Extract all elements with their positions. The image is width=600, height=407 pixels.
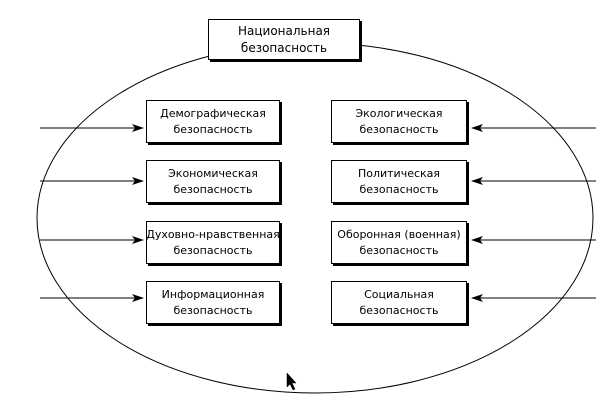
box-line-2: безопасность: [173, 122, 253, 136]
box-line-2: безопасность: [359, 243, 439, 257]
box-line-1: Оборонная (военная): [337, 227, 461, 241]
outer-ellipse: [36, 42, 594, 394]
box-line-2: безопасность: [173, 243, 253, 257]
political-security-box: Политическая безопасность: [331, 160, 467, 203]
box-line-1: Демографическая: [160, 106, 266, 120]
national-security-box: Национальная безопасность: [208, 19, 360, 60]
ecological-security-box: Экологическая безопасность: [331, 100, 467, 143]
social-security-box: Социальная безопасность: [331, 281, 467, 324]
title-line-1: Национальная: [237, 23, 331, 38]
mouse-cursor-icon: [286, 372, 297, 391]
information-security-box: Информационная безопасность: [146, 281, 280, 324]
box-line-1: Информационная: [161, 287, 265, 301]
box-line-2: безопасность: [359, 122, 439, 136]
box-line-2: безопасность: [173, 182, 253, 196]
box-line-1: Экономическая: [168, 166, 258, 180]
box-line-1: Социальная: [364, 287, 434, 301]
spiritual-moral-security-box: Духовно-нравственная безопасность: [146, 221, 280, 264]
box-line-2: безопасность: [173, 303, 253, 317]
box-line-1: Политическая: [357, 166, 441, 180]
box-line-2: безопасность: [359, 182, 439, 196]
economic-security-box: Экономическая безопасность: [146, 160, 280, 203]
box-line-2: безопасность: [359, 303, 439, 317]
demographic-security-box: Демографическая безопасность: [146, 100, 280, 143]
title-line-2: безопасность: [240, 40, 328, 55]
box-line-1: Экологическая: [355, 106, 443, 120]
defense-security-box: Оборонная (военная) безопасность: [331, 221, 467, 264]
box-line-1: Духовно-нравственная: [146, 227, 280, 241]
